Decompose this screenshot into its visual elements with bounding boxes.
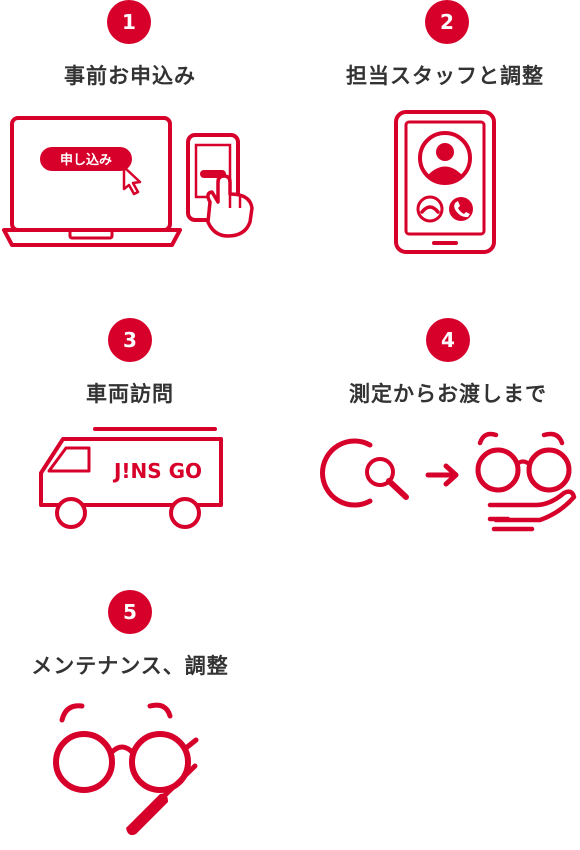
apply-button-label: 申し込み	[60, 152, 112, 168]
tablet-icon	[394, 110, 496, 254]
measure-lens-icon	[320, 438, 409, 508]
glasses-icon	[53, 702, 199, 793]
step-title: 事前お申込み	[64, 64, 196, 88]
step-4: 4 測定からお渡しまで	[318, 318, 578, 408]
step-title: メンテナンス、調整	[31, 654, 229, 678]
step-title: 車両訪問	[86, 382, 174, 406]
step-5-illustration	[50, 700, 210, 845]
step-1: 1 事前お申込み	[0, 0, 260, 90]
laptop-icon	[2, 116, 182, 247]
step-title: 測定からお渡しまで	[349, 382, 547, 406]
step-5: 5 メンテナンス、調整	[0, 590, 260, 680]
van-logo-text: J!NS GO	[112, 459, 202, 483]
step-number-badge: 4	[426, 318, 470, 362]
step-number-badge: 2	[425, 0, 469, 44]
step-number-badge: 5	[108, 590, 152, 634]
call-icon	[449, 197, 473, 221]
step-3: 3 車両訪問	[0, 318, 260, 408]
van-icon: J!NS GO	[39, 427, 223, 529]
hand-icon	[487, 489, 577, 532]
phone-tap-icon	[186, 133, 254, 238]
step-3-illustration: J!NS GO	[35, 425, 235, 530]
hangup-icon	[416, 195, 444, 223]
apply-button-graphic: 申し込み	[40, 147, 132, 171]
arrow-right-icon	[425, 463, 459, 487]
step-1-illustration: 申し込み	[0, 110, 270, 247]
person-icon	[418, 131, 472, 185]
step-2-illustration	[390, 108, 505, 256]
screwdriver-icon	[126, 763, 198, 836]
cursor-icon	[122, 165, 142, 196]
glasses-icon	[475, 431, 572, 493]
step-4-illustration	[318, 425, 578, 535]
step-2: 2 担当スタッフと調整	[315, 0, 575, 90]
step-title: 担当スタッフと調整	[346, 64, 544, 88]
step-number-badge: 1	[107, 0, 151, 44]
step-number-badge: 3	[108, 318, 152, 362]
